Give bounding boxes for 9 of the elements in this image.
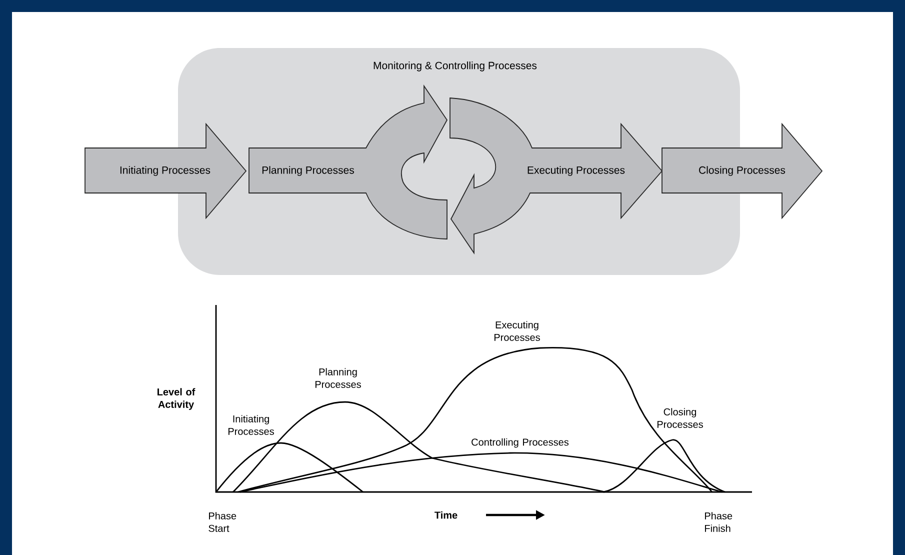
chart-label: Planning Processes [315,368,361,388]
chart-label: Phase Finish [705,512,732,532]
chart-label: Closing Processes [657,408,703,428]
chart-label: Controlling Processes [472,438,569,448]
chart-label: Time [434,511,458,519]
chart-label: Level of Activity [158,388,196,410]
chart-label: Phase Start [208,512,236,532]
chart-label: Initiating Processes [228,415,274,435]
chart-label: Executing Processes [494,321,540,341]
